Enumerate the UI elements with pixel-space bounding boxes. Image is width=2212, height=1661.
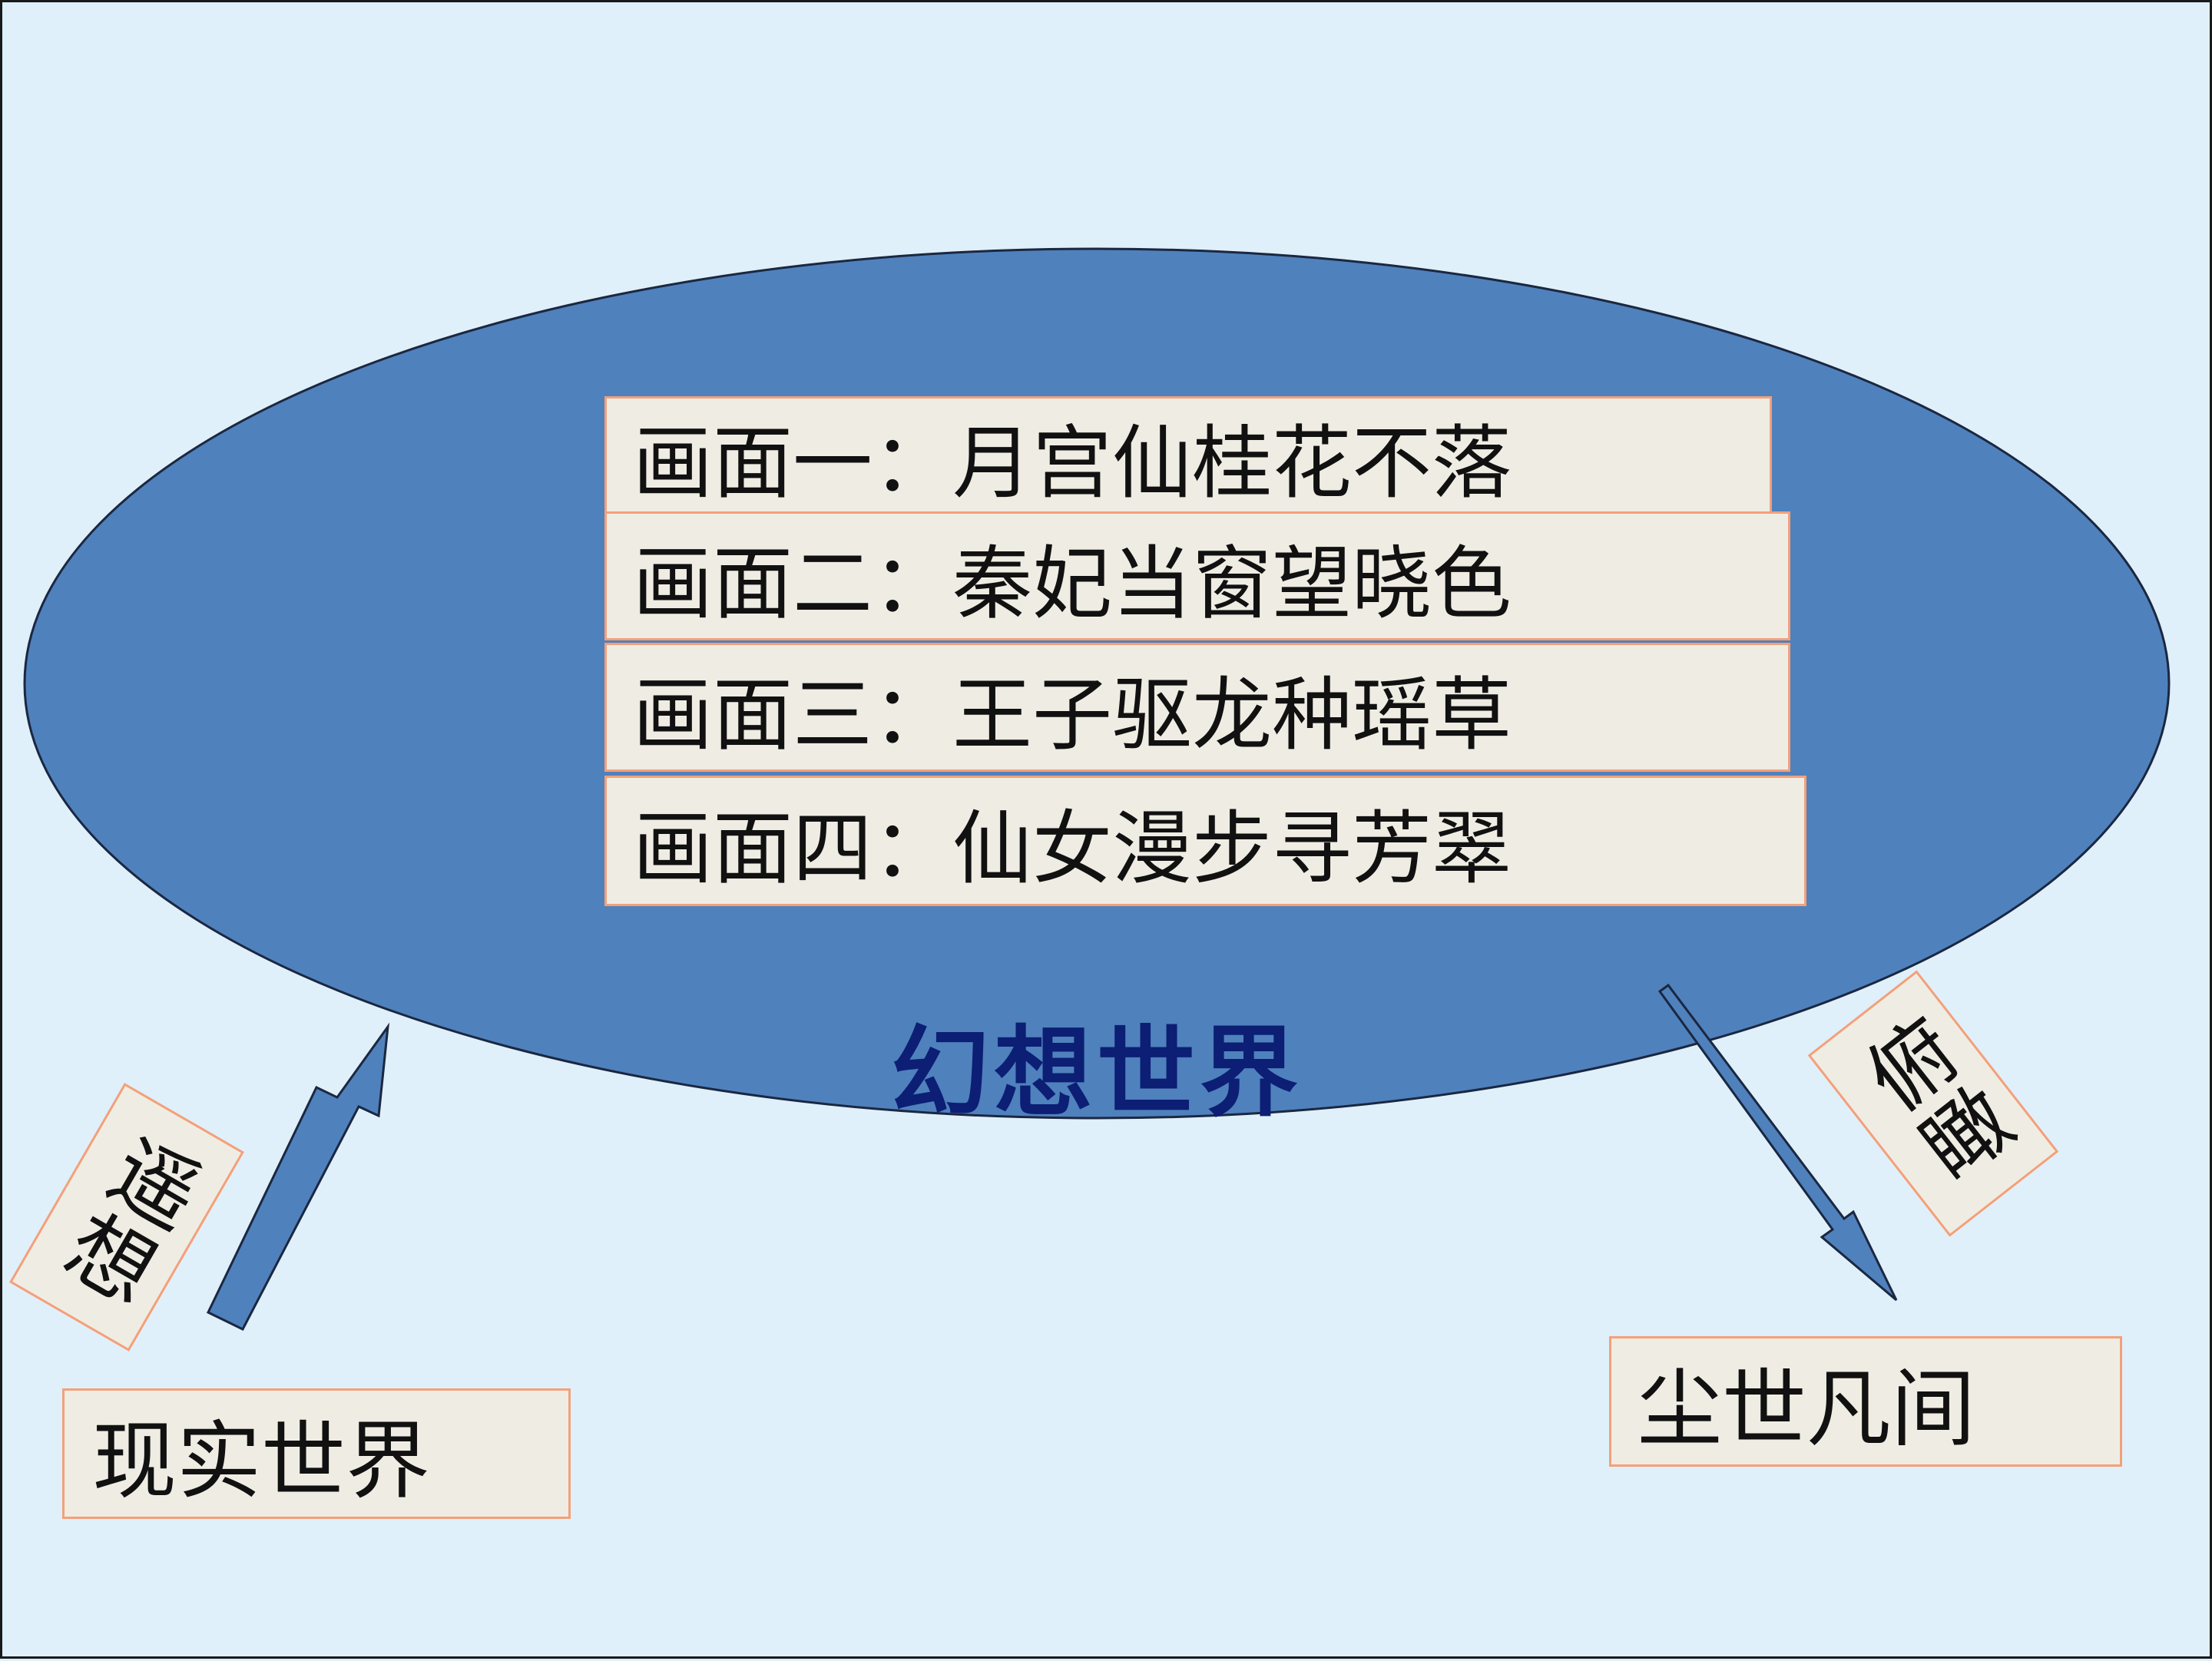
real-world-label: 现实世界: [92, 1412, 430, 1510]
scene-2-text: 秦妃当窗望晓色: [952, 536, 1512, 630]
scene-1-box: 画面一：月宫仙桂花不落: [604, 396, 1772, 515]
scene-3-box: 画面三：王子驱龙种瑶草: [604, 643, 1790, 772]
mortal-world-box: 尘世凡间: [1609, 1336, 2122, 1467]
scene-1-text: 月宫仙桂花不落: [952, 416, 1512, 510]
real-world-box: 现实世界: [62, 1388, 571, 1519]
scene-4-box: 画面四：仙女漫步寻芳翠: [604, 776, 1806, 906]
fantasy-world-title: 幻想世界: [890, 1015, 1303, 1130]
scene-3-prefix: 画面三：: [633, 667, 953, 762]
scene-4-text: 仙女漫步寻芳翠: [952, 801, 1512, 895]
scene-2-box: 画面二：秦妃当窗望晓色: [604, 511, 1790, 640]
mortal-world-label: 尘世凡间: [1637, 1360, 1975, 1458]
scene-3-text: 王子驱龙种瑶草: [952, 667, 1512, 762]
scene-1-prefix: 画面一：: [633, 416, 953, 510]
scene-2-prefix: 画面二：: [633, 536, 953, 630]
overlook-arrow: [1657, 983, 1898, 1302]
scene-4-prefix: 画面四：: [633, 801, 953, 895]
imagine-arrow: [207, 1022, 390, 1331]
